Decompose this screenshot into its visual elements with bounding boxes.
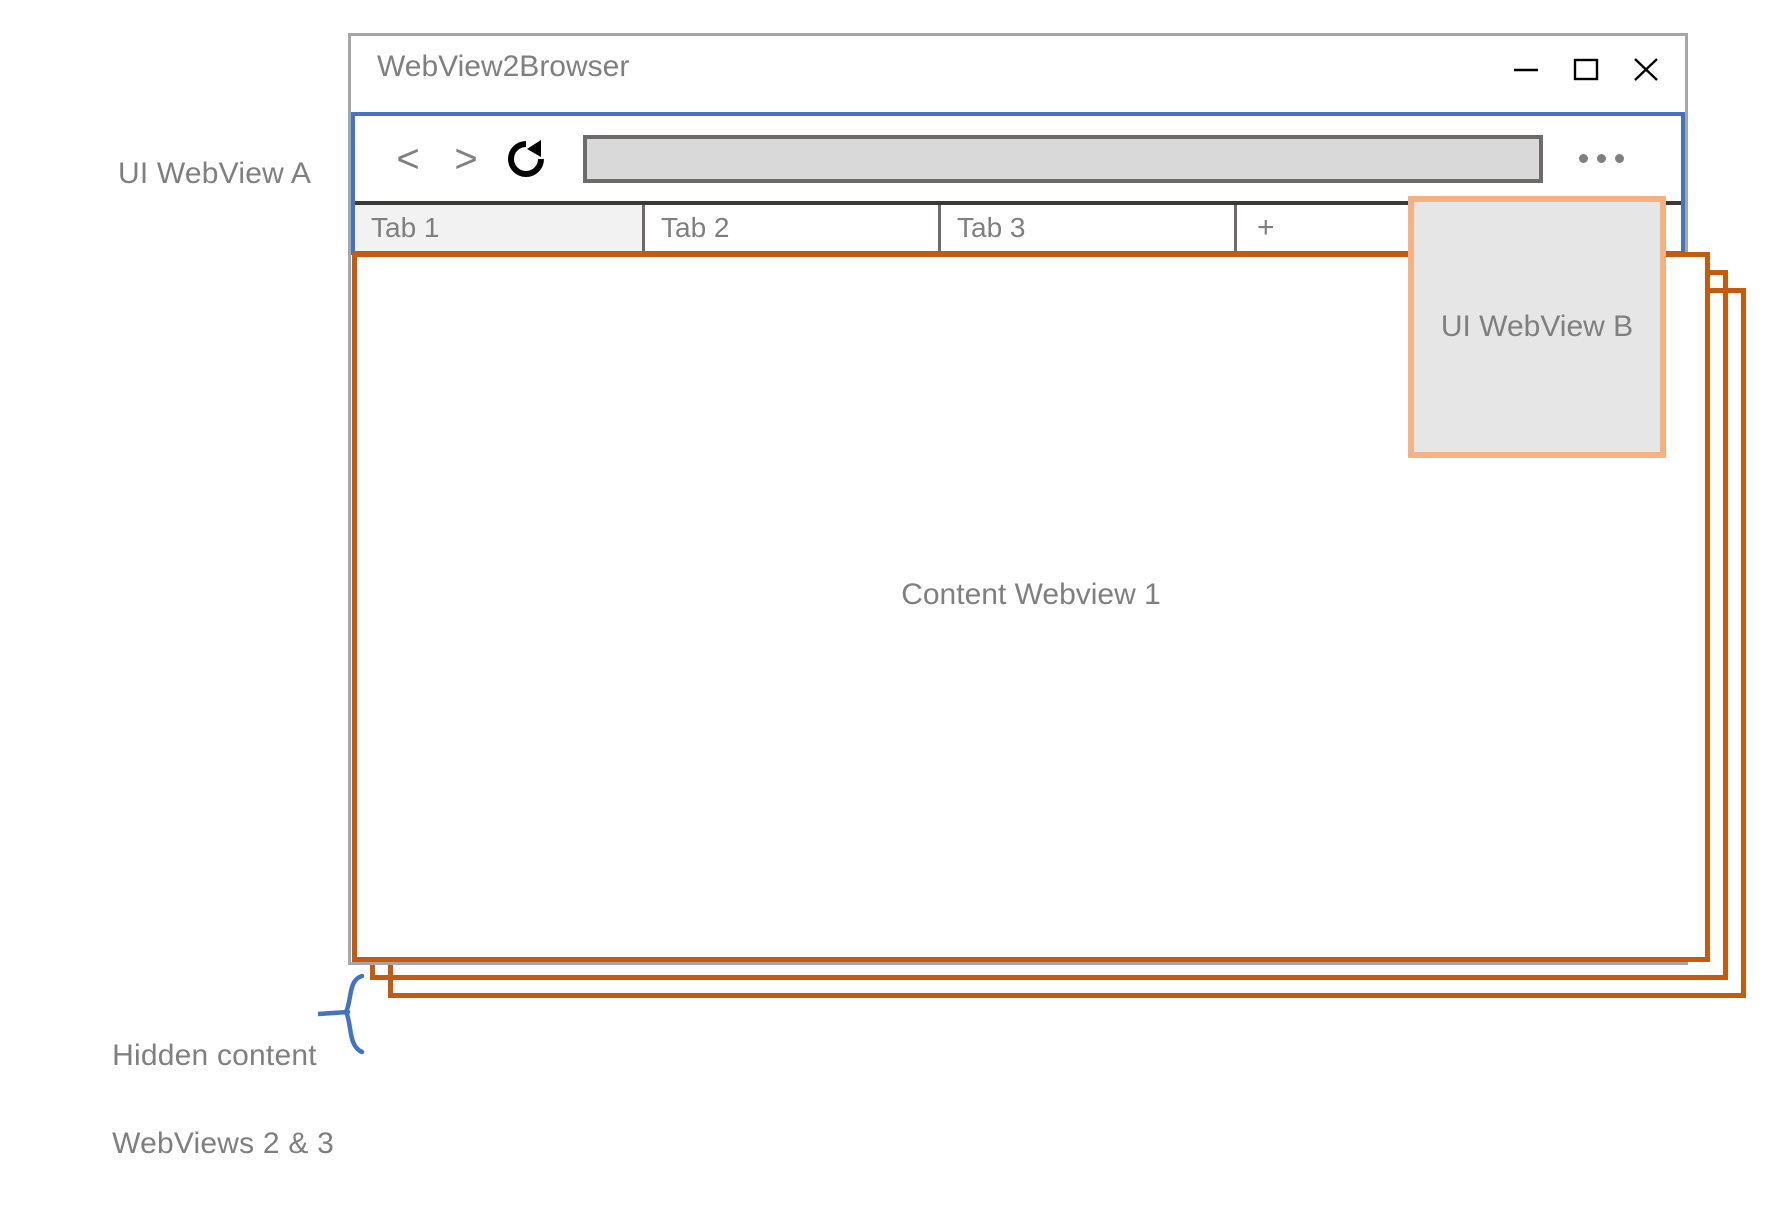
browser-toolbar: < > [355,116,1681,201]
annotation-hidden-content-webviews: Hidden content WebViews 2 & 3 [78,990,334,1210]
ellipsis-icon-dot-2 [1597,154,1606,163]
annotation-hidden-line-2: WebViews 2 & 3 [112,1127,334,1160]
minimize-button[interactable] [1509,52,1543,86]
page-title: WebView2Browser [377,50,630,83]
content-webview-1-label: Content Webview 1 [901,578,1161,611]
maximize-icon [1573,58,1599,81]
tab-2[interactable]: Tab 2 [645,205,941,251]
tab-1[interactable]: Tab 1 [355,205,645,251]
annotation-ui-webview-a: UI WebView A [118,157,312,190]
menu-button[interactable] [1579,154,1624,163]
brace-pointer-icon [318,973,365,1055]
diagram-canvas: WebView2Browser [112,33,1746,1160]
address-input[interactable] [583,134,1543,183]
minimize-icon [1514,68,1538,72]
title-bar: WebView2Browser [351,36,1685,112]
window-controls [1509,52,1663,86]
reload-button[interactable] [499,131,553,187]
maximize-button[interactable] [1569,52,1603,86]
ellipsis-icon-dot-3 [1615,154,1624,163]
ellipsis-icon-dot-1 [1579,154,1588,163]
reload-icon [508,139,544,177]
annotation-hidden-line-1: Hidden content [112,1039,317,1072]
forward-button[interactable]: > [454,136,478,181]
ui-webview-b-panel: UI WebView B [1408,196,1666,458]
tab-3[interactable]: Tab 3 [941,205,1237,251]
back-button[interactable]: < [396,136,420,181]
close-icon [1634,58,1658,81]
ui-webview-b-label: UI WebView B [1440,310,1634,343]
close-button[interactable] [1629,52,1663,86]
